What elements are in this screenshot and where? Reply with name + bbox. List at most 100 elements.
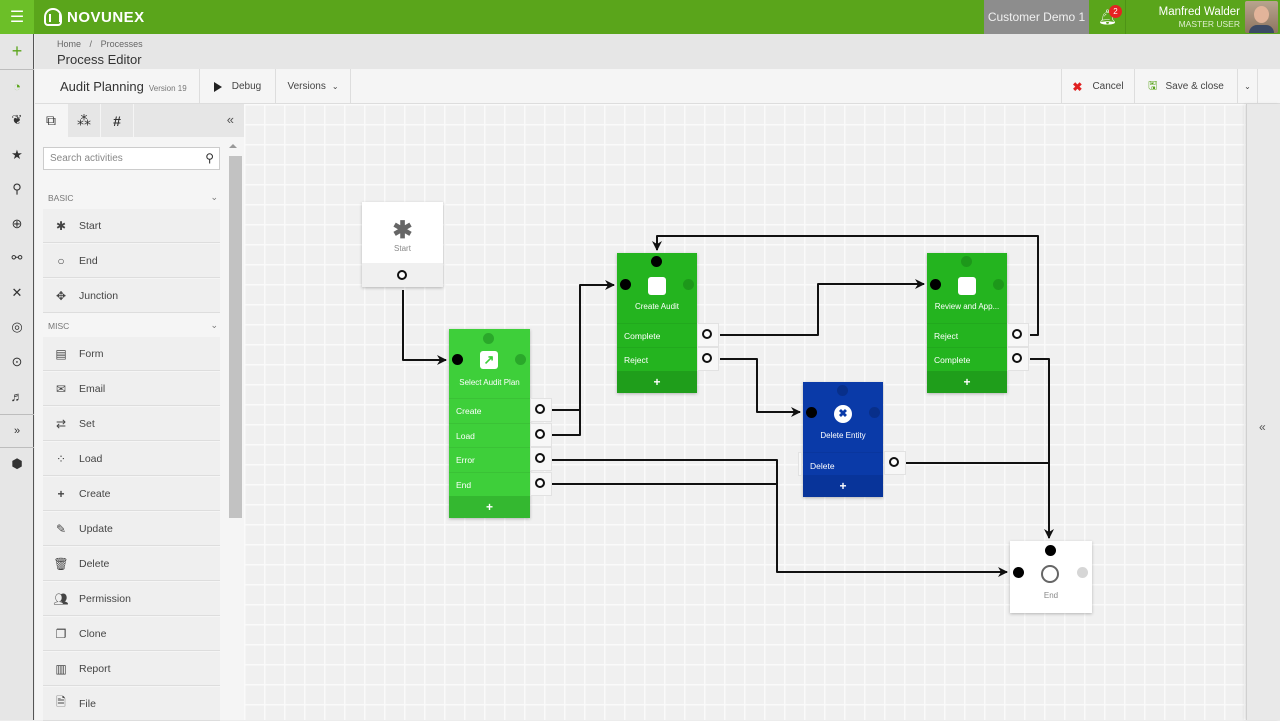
debug-button[interactable]: Debug	[200, 69, 276, 104]
activity-set[interactable]: ⇄Set	[43, 407, 220, 441]
rail-target-button[interactable]: ◎	[0, 310, 34, 345]
rail-music-button[interactable]: ♬	[0, 379, 34, 414]
tab-components[interactable]: ⁂	[68, 104, 101, 137]
input-port-top[interactable]	[837, 385, 848, 396]
activity-junction[interactable]: ✥Junction	[43, 279, 220, 313]
breadcrumb-home[interactable]: Home	[57, 39, 82, 49]
rail-favorites-button[interactable]: ★	[0, 138, 34, 173]
menu-button[interactable]: ☰	[0, 0, 34, 34]
end-node[interactable]: End	[1010, 541, 1092, 613]
activity-report[interactable]: ▥Report	[43, 652, 220, 686]
notifications-button[interactable]: 🔔︎ 2	[1090, 0, 1126, 34]
collapse-panel-button[interactable]: «	[227, 112, 234, 127]
node-select-audit-plan[interactable]: ↗ Select Audit Plan Create Load Error En…	[449, 329, 530, 518]
activity-end[interactable]: ○End	[43, 244, 220, 278]
port-delete[interactable]	[884, 451, 906, 475]
input-port-top[interactable]	[651, 256, 662, 267]
rail-expand-button[interactable]: ✕	[0, 276, 34, 311]
rail-leaf-button[interactable]: ❦	[0, 103, 34, 138]
port-create[interactable]	[530, 398, 552, 422]
port-end[interactable]	[530, 472, 552, 496]
input-port-left[interactable]	[620, 279, 631, 290]
activity-delete[interactable]: 🗑︎Delete	[43, 547, 220, 581]
save-options-dropdown[interactable]: ⌄	[1238, 69, 1258, 104]
panel-scrollbar[interactable]	[228, 142, 242, 720]
activity-label: Report	[79, 662, 111, 675]
output-port[interactable]	[535, 453, 545, 463]
add-output-button[interactable]: +	[927, 371, 1007, 393]
port-reject[interactable]	[697, 347, 719, 371]
properties-panel-collapsed[interactable]: «	[1246, 104, 1280, 720]
activity-create[interactable]: +Create	[43, 477, 220, 511]
tab-activities[interactable]: ⧉	[35, 104, 68, 137]
input-port-top[interactable]	[483, 333, 494, 344]
avatar[interactable]	[1245, 1, 1278, 33]
activity-clone[interactable]: ❐Clone	[43, 617, 220, 651]
group-basic-header[interactable]: BASIC ⌄	[48, 192, 218, 203]
input-port-right[interactable]	[1077, 567, 1088, 578]
input-port-right[interactable]	[869, 407, 880, 418]
output-port[interactable]	[1012, 329, 1022, 339]
port-complete[interactable]	[697, 323, 719, 347]
add-output-button[interactable]: +	[617, 371, 697, 393]
process-canvas[interactable]	[244, 104, 1246, 720]
rail-zoom-button[interactable]: ⊕	[0, 207, 34, 242]
activity-file[interactable]: 🗎︎File	[43, 687, 220, 721]
rail-unlink-button[interactable]: ⚯	[0, 241, 34, 276]
rail-dashboard-button[interactable]: ◔	[0, 68, 34, 104]
activity-update[interactable]: ✎Update	[43, 512, 220, 546]
input-port-left[interactable]	[452, 354, 463, 365]
rail-search-button[interactable]: ⚲	[0, 172, 34, 207]
input-port-left[interactable]	[806, 407, 817, 418]
input-port-top[interactable]	[1045, 545, 1056, 556]
node-create-audit[interactable]: Create Audit Complete Reject +	[617, 253, 697, 393]
rail-add-button[interactable]: +	[0, 34, 34, 69]
node-review-and-approve[interactable]: Review and App... Reject Complete +	[927, 253, 1007, 393]
tab-variables[interactable]: #	[101, 104, 134, 137]
search-activities-input[interactable]: Search activities ⚲	[43, 147, 220, 170]
cancel-button[interactable]: ✖ Cancel	[1061, 69, 1135, 104]
output-port[interactable]	[397, 270, 407, 280]
add-output-button[interactable]: +	[449, 496, 530, 518]
input-port-right[interactable]	[683, 279, 694, 290]
activity-start[interactable]: ✱Start	[43, 209, 220, 243]
rail-record-button[interactable]: ⊙	[0, 345, 34, 380]
output-port[interactable]	[1012, 353, 1022, 363]
activity-form[interactable]: ▤Form	[43, 337, 220, 371]
scroll-up-icon[interactable]	[229, 144, 237, 148]
add-output-button[interactable]: +	[803, 475, 883, 497]
port-load[interactable]	[530, 423, 552, 447]
rail-expand-toggle[interactable]: »	[0, 413, 34, 447]
output-port[interactable]	[535, 478, 545, 488]
versions-dropdown[interactable]: Versions ⌄	[276, 69, 351, 104]
breadcrumb-processes[interactable]: Processes	[100, 39, 143, 49]
output-port[interactable]	[702, 353, 712, 363]
input-port-top[interactable]	[961, 256, 972, 267]
save-close-button[interactable]: 🖫︎ Save & close	[1135, 69, 1238, 104]
output-port[interactable]	[702, 329, 712, 339]
double-chevron-left-icon[interactable]: «	[1259, 420, 1266, 434]
user-menu[interactable]: Manfred Walder MASTER USER	[1128, 0, 1240, 34]
activity-load[interactable]: ⁘Load	[43, 442, 220, 476]
rail-cube-button[interactable]: ⬢	[0, 446, 34, 482]
output-port[interactable]	[889, 457, 899, 467]
node-delete-entity[interactable]: ✖ Delete Entity Delete +	[803, 382, 883, 497]
activity-email[interactable]: ✉Email	[43, 372, 220, 406]
input-port-left[interactable]	[1013, 567, 1024, 578]
port-error[interactable]	[530, 447, 552, 471]
port-complete[interactable]	[1007, 347, 1029, 371]
breadcrumb-bar: Home / Processes Process Editor	[35, 34, 1280, 69]
brand-logo[interactable]: NOVUNEX	[44, 0, 145, 34]
start-node[interactable]: ✱ Start	[362, 202, 443, 287]
output-end: End	[449, 472, 530, 496]
input-port-right[interactable]	[993, 279, 1004, 290]
input-port-right[interactable]	[515, 354, 526, 365]
output-port[interactable]	[535, 404, 545, 414]
tenant-switcher[interactable]: Customer Demo 1	[984, 0, 1089, 34]
port-reject[interactable]	[1007, 323, 1029, 347]
group-misc-header[interactable]: MISC ⌄	[48, 320, 218, 331]
scroll-thumb[interactable]	[229, 156, 242, 518]
activity-permission[interactable]: 👥︎Permission	[43, 582, 220, 616]
output-port[interactable]	[535, 429, 545, 439]
input-port-left[interactable]	[930, 279, 941, 290]
